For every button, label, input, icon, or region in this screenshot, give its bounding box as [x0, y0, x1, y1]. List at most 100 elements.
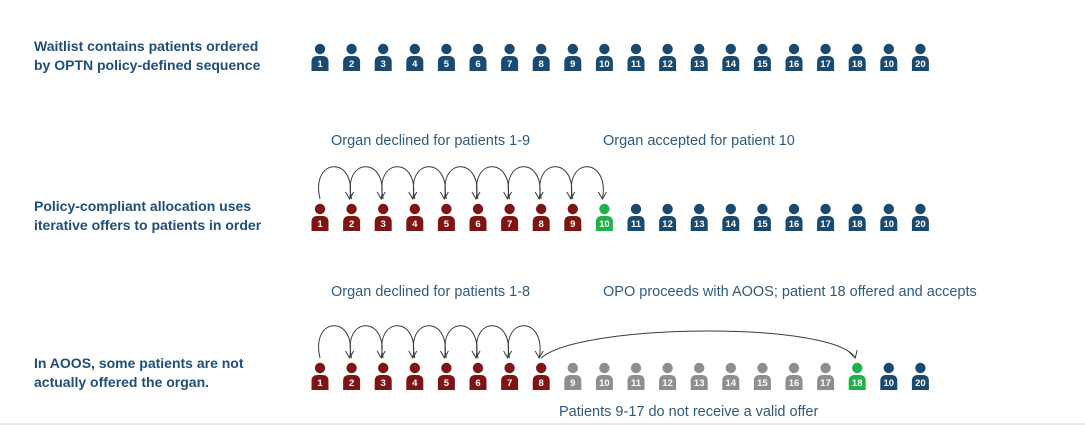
- patient-number: 2: [349, 378, 354, 389]
- patient-body: [659, 216, 677, 231]
- offer-arrow: [412, 325, 446, 359]
- patient-body: [659, 56, 677, 71]
- patient-number: 13: [694, 219, 705, 230]
- patient-body: [595, 375, 613, 390]
- patient-icon: 1: [311, 43, 329, 71]
- patient-number: 9: [570, 219, 575, 230]
- patient-head: [725, 362, 736, 374]
- patient-head: [883, 203, 894, 215]
- patient-head: [694, 43, 705, 55]
- arrow-head: [503, 350, 513, 360]
- patient-number: 3: [381, 219, 386, 230]
- patient-head: [504, 203, 515, 215]
- arrow-head: [566, 191, 576, 201]
- patient-icon: 5: [437, 362, 455, 390]
- patient-body: [911, 216, 929, 231]
- patient-number: 13: [694, 378, 705, 389]
- patient-head: [346, 203, 357, 215]
- patient-head: [567, 203, 578, 215]
- patient-number: 20: [915, 378, 926, 389]
- arrow-head: [471, 350, 481, 360]
- patient-icon: 4: [406, 362, 424, 390]
- arrow-head: [503, 191, 513, 201]
- patient-number: 1: [317, 59, 323, 70]
- patient-icon: 3: [374, 203, 392, 231]
- patient-body: [848, 375, 866, 390]
- patient-icon: 10: [595, 362, 613, 390]
- patient-number: 5: [444, 219, 450, 230]
- patient-icon: 16: [785, 203, 803, 231]
- patient-body: [311, 56, 329, 71]
- patient-icon: 20: [911, 203, 929, 231]
- patient-head: [662, 203, 673, 215]
- patient-number: 8: [539, 378, 544, 389]
- patient-body: [501, 56, 519, 71]
- patient-icon: 10: [880, 43, 898, 71]
- patient-number: 10: [599, 219, 610, 230]
- patient-body: [785, 56, 803, 71]
- patient-icon: 14: [722, 203, 740, 231]
- patient-number: 6: [475, 378, 480, 389]
- patient-number: 17: [820, 378, 831, 389]
- patient-icon: 14: [722, 43, 740, 71]
- patient-body: [722, 56, 740, 71]
- patient-head: [820, 43, 831, 55]
- patient-icon: 12: [659, 362, 677, 390]
- offer-arrow: [507, 325, 541, 359]
- patient-body: [564, 56, 582, 71]
- patient-icon: 8: [532, 43, 550, 71]
- patient-icon: 1: [311, 362, 329, 390]
- patient-number: 11: [631, 378, 642, 389]
- patient-head: [314, 203, 326, 215]
- patient-head: [599, 362, 610, 374]
- patient-head: [504, 43, 515, 55]
- patient-head: [314, 43, 326, 55]
- patient-head: [409, 362, 420, 374]
- patient-number: 20: [915, 59, 926, 70]
- arrow-head: [848, 349, 858, 359]
- offer-arrow: [444, 166, 478, 200]
- patient-head: [630, 203, 642, 215]
- patient-number: 8: [539, 219, 544, 230]
- patient-icon: 7: [501, 43, 519, 71]
- row2-accepted-note: Organ accepted for patient 10: [603, 133, 795, 149]
- patient-number: 14: [726, 219, 737, 230]
- patient-icon: 10: [880, 362, 898, 390]
- patient-body: [311, 216, 329, 231]
- arrow-head: [597, 191, 607, 201]
- patient-icon: 8: [532, 362, 550, 390]
- patient-head: [820, 203, 831, 215]
- patient-number: 11: [631, 219, 642, 230]
- patient-body: [753, 56, 771, 71]
- offer-arrow: [444, 325, 478, 359]
- patient-number: 5: [444, 378, 450, 389]
- patient-icon: 16: [785, 43, 803, 71]
- aoos-skip-arrow: [540, 330, 856, 359]
- row3-offer-arrows: [318, 325, 858, 360]
- patient-number: 10: [884, 59, 895, 70]
- patient-number: 11: [631, 59, 642, 70]
- patient-body: [469, 56, 487, 71]
- patient-number: 16: [789, 59, 800, 70]
- patient-head: [883, 43, 894, 55]
- patient-body: [785, 375, 803, 390]
- patient-head: [504, 362, 515, 374]
- patient-body: [374, 56, 392, 71]
- patient-head: [346, 43, 357, 55]
- patient-body: [595, 216, 613, 231]
- patient-head: [599, 43, 610, 55]
- patient-icon: 15: [753, 362, 771, 390]
- row2-offer-arrows: [318, 166, 607, 201]
- patient-body: [817, 56, 835, 71]
- patient-icon: 10: [880, 203, 898, 231]
- patient-icon: 12: [659, 43, 677, 71]
- patient-head: [378, 43, 389, 55]
- offer-arrow: [570, 166, 604, 200]
- patient-head: [725, 43, 736, 55]
- patient-number: 12: [662, 59, 673, 70]
- patient-number: 14: [726, 59, 737, 70]
- patient-number: 8: [539, 59, 544, 70]
- patient-body: [564, 216, 582, 231]
- patient-icon: 20: [911, 362, 929, 390]
